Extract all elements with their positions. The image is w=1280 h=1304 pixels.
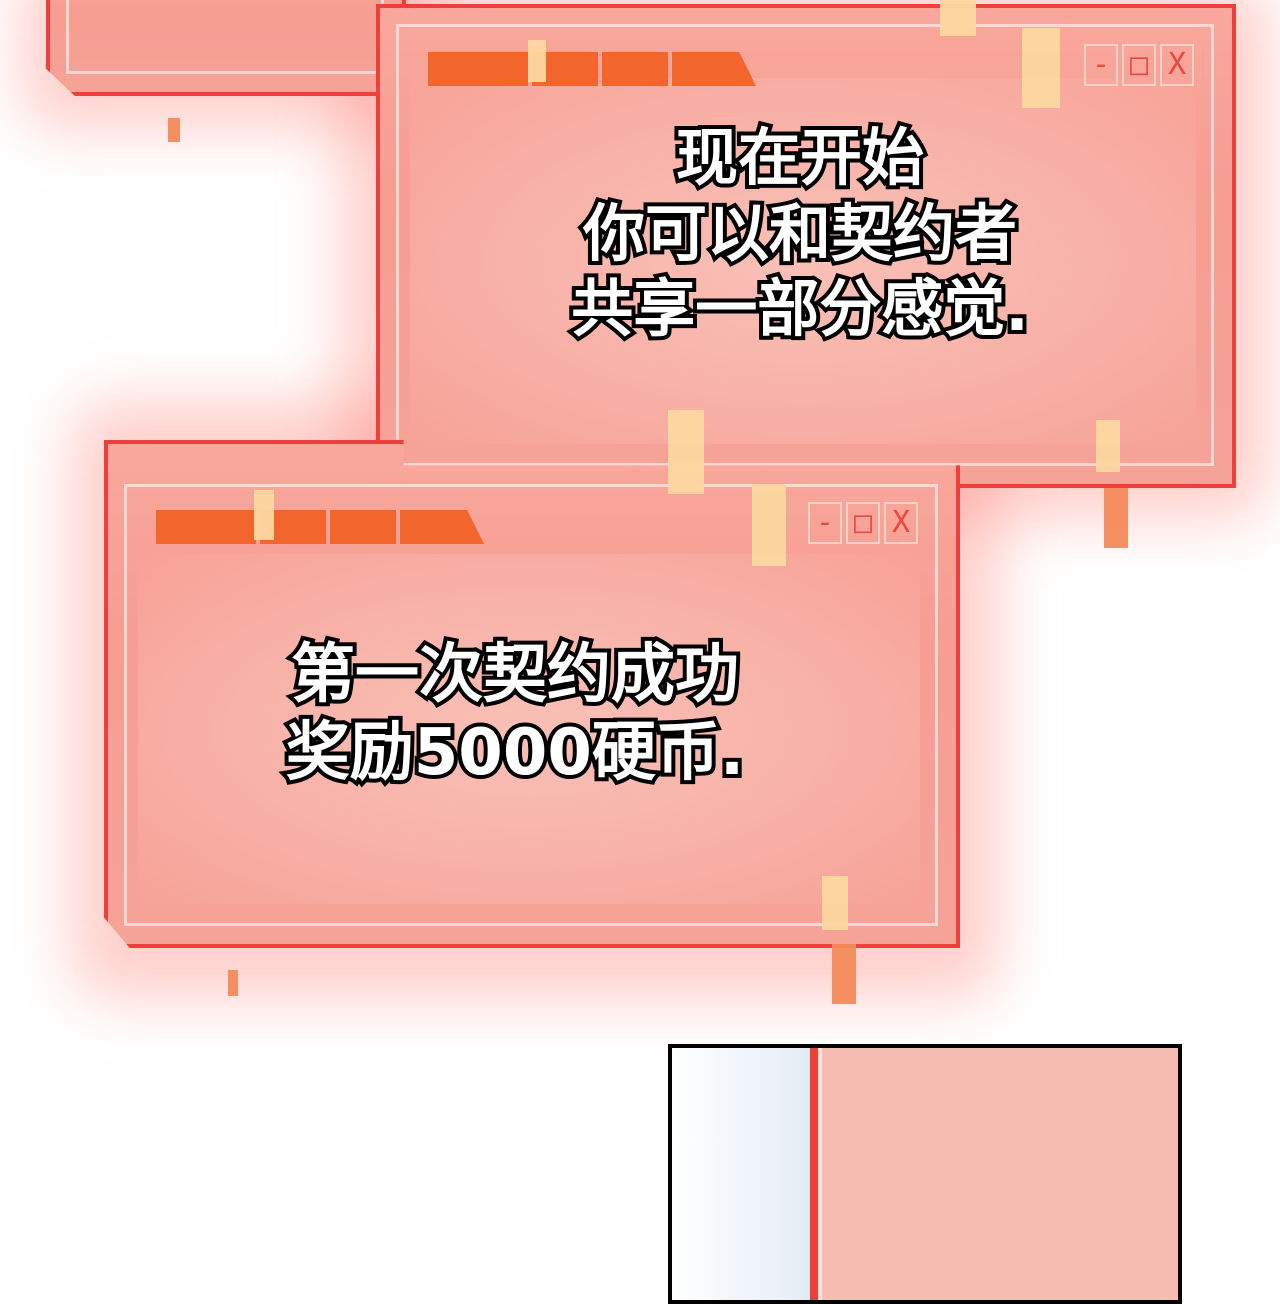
- glitch-block: [528, 40, 546, 82]
- glitch-block: [1096, 420, 1120, 472]
- caption-line: 共享一部分感觉.: [567, 268, 1033, 349]
- glitch-block: [832, 944, 856, 1004]
- glitch-block: [940, 0, 976, 36]
- titlebar: [156, 510, 484, 544]
- window-top: - □ X: [376, 4, 1236, 488]
- close-button[interactable]: X: [1160, 44, 1194, 86]
- glitch-block: [668, 410, 704, 494]
- minimize-button[interactable]: -: [808, 502, 842, 544]
- maximize-button[interactable]: □: [846, 502, 880, 544]
- next-panel: [668, 1044, 1182, 1304]
- glitch-block: [228, 970, 238, 996]
- caption-top: 现在开始 你可以和契约者 共享一部分感觉.: [520, 117, 1080, 349]
- window-controls: - □ X: [1084, 44, 1194, 86]
- minimize-button[interactable]: -: [1084, 44, 1118, 86]
- caption-line: 现在开始: [672, 117, 928, 198]
- window-content-area: [138, 554, 920, 904]
- window-frame: [124, 484, 938, 926]
- window-bottom: - □ X: [104, 440, 960, 948]
- window-controls: - □ X: [808, 502, 918, 544]
- window-content-area: [410, 78, 1196, 444]
- glitch-block: [254, 490, 274, 540]
- titlebar: [428, 52, 756, 86]
- caption-line: 第一次契约成功: [287, 634, 743, 716]
- window-frame: [66, 0, 384, 74]
- glitch-block: [1104, 488, 1128, 548]
- window-partial-top: [46, 0, 406, 96]
- caption-line: 奖励5000硬币.: [282, 712, 748, 794]
- glitch-block: [1022, 28, 1060, 108]
- glitch-block: [752, 484, 786, 566]
- panel-divider: [810, 1048, 822, 1300]
- caption-line: 你可以和契约者: [579, 193, 1021, 274]
- window-frame: [396, 24, 1214, 466]
- caption-bottom: 第一次契约成功 奖励5000硬币.: [240, 634, 790, 794]
- maximize-button[interactable]: □: [1122, 44, 1156, 86]
- glitch-block: [822, 876, 848, 930]
- close-button[interactable]: X: [884, 502, 918, 544]
- glitch-block: [168, 118, 180, 142]
